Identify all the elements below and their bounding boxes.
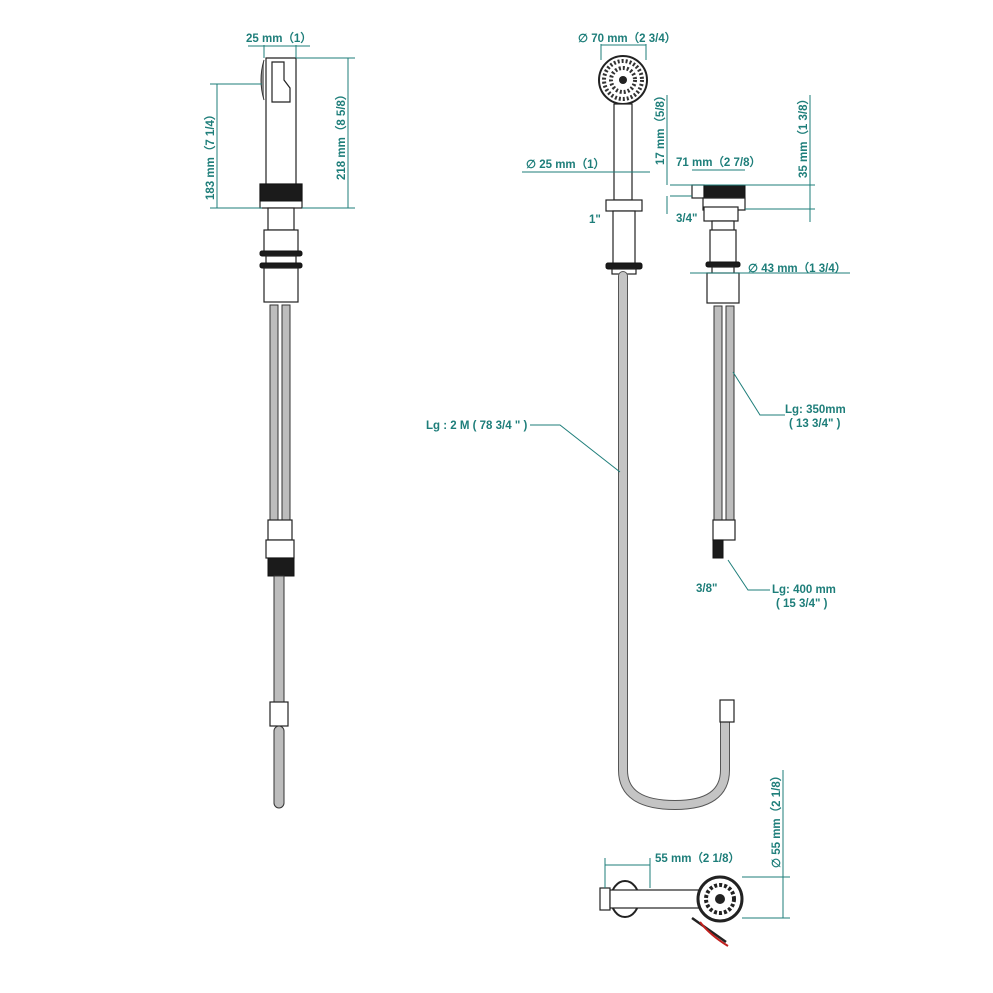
body-diameter-dimension: ∅ 43 mm（1 3/4） — [748, 261, 846, 275]
top-view: 55 mm（2 1/8） ∅ 55 mm（2 1/8） — [599, 770, 790, 947]
thread-3-8-label: 3/8" — [696, 583, 717, 595]
flange — [605, 199, 643, 212]
diverter-view: 17 mm（5/8） 71 mm（2 7/8） 35 mm（1 3/8） 3/4… — [653, 90, 850, 723]
hose-2m-label: Lg : 2 M ( 78 3/4 " ) — [426, 420, 527, 432]
side-view: 25 mm（1） 183 mm（7 1/4） 218 mm（8 5/8） — [203, 31, 355, 809]
thread-1-inch-label: 1" — [589, 214, 601, 226]
width-71-dimension: 71 mm（2 7/8） — [676, 155, 761, 169]
hose-350-label-line2: ( 13 3/4" ) — [789, 418, 841, 430]
side-height-218-dimension: 218 mm（8 5/8） — [334, 89, 348, 180]
valve-body — [706, 272, 740, 304]
hose-400-side — [273, 575, 285, 705]
hose-350 — [713, 305, 723, 521]
width-55-dimension: 55 mm（2 1/8） — [655, 851, 740, 865]
hose-350-side — [269, 304, 279, 526]
hose-350-label-line1: Lg: 350mm — [785, 404, 846, 416]
hot-indicator-line — [699, 921, 729, 947]
hose-400-label-line2: ( 15 3/4" ) — [776, 598, 828, 610]
handle-front — [613, 103, 633, 201]
thread-3-4-label: 3/4" — [676, 213, 697, 225]
hose-400-label-line1: Lg: 400 mm — [772, 584, 836, 596]
spray-face-side — [260, 59, 265, 101]
valve-body-side — [263, 267, 299, 303]
diameter-55-dimension: ∅ 55 mm（2 1/8） — [769, 770, 783, 868]
side-height-183-dimension: 183 mm（7 1/4） — [203, 109, 217, 200]
head-diameter-dimension: ∅ 70 mm（2 3/4） — [578, 31, 676, 45]
side-width-dimension: 25 mm（1） — [246, 31, 312, 45]
handle-diameter-dimension: ∅ 25 mm（1） — [526, 157, 605, 171]
height-17-dimension: 17 mm（5/8） — [653, 90, 667, 165]
height-35-dimension: 35 mm（1 3/8） — [796, 93, 810, 178]
hose-2m — [618, 271, 730, 811]
front-view: ∅ 70 mm（2 3/4） ∅ 25 mm（1） 1" Lg : 2 M ( … — [426, 31, 730, 811]
